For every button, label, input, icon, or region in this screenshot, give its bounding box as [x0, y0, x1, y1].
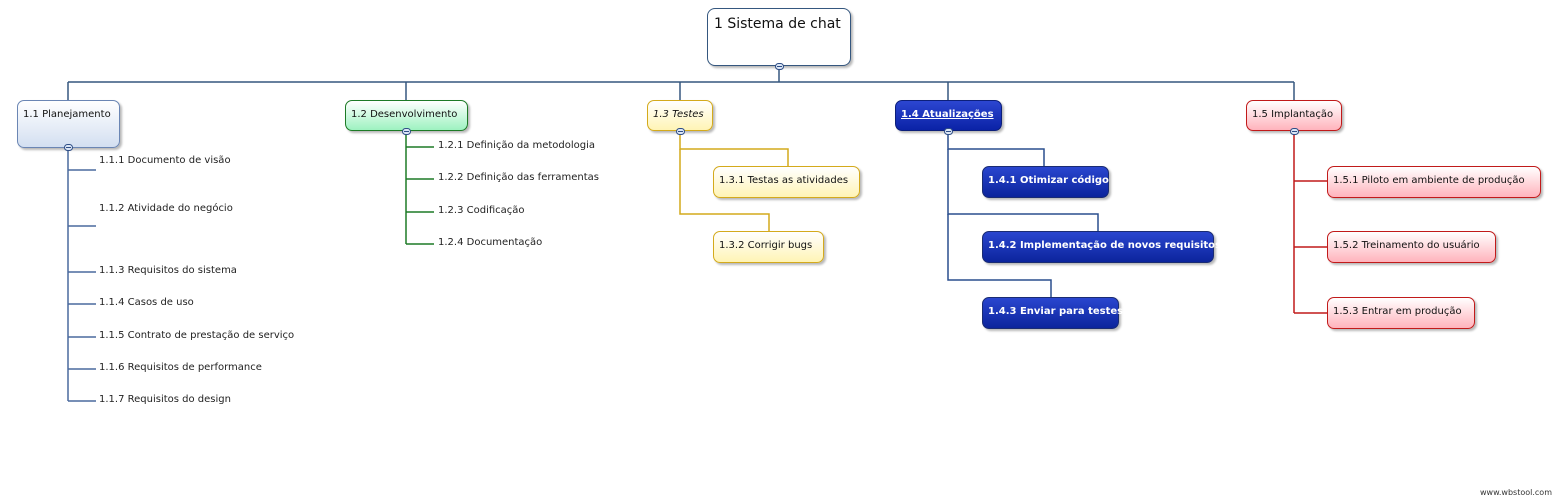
task-1-1-4[interactable]: 1.1.4 Casos de uso	[99, 297, 194, 308]
task-1-5-2-label: 1.5.2 Treinamento do usuário	[1333, 240, 1480, 251]
watermark: www.wbstool.com	[1479, 488, 1552, 497]
atualizacoes-collapse-toggle[interactable]	[944, 128, 953, 135]
task-1-1-1[interactable]: 1.1.1 Documento de visão	[99, 155, 231, 166]
task-1-3-1[interactable]: 1.3.1 Testas as atividades	[713, 166, 860, 198]
task-1-4-2-label: 1.4.2 Implementação de novos requisitos	[988, 240, 1221, 251]
task-1-4-1[interactable]: 1.4.1 Otimizar código	[982, 166, 1109, 198]
root-collapse-toggle[interactable]	[775, 63, 784, 70]
task-1-5-2[interactable]: 1.5.2 Treinamento do usuário	[1327, 231, 1496, 263]
task-1-3-2[interactable]: 1.3.2 Corrigir bugs	[713, 231, 824, 263]
testes-collapse-toggle[interactable]	[676, 128, 685, 135]
task-1-5-1[interactable]: 1.5.1 Piloto em ambiente de produção	[1327, 166, 1541, 198]
root-node[interactable]: 1 Sistema de chat	[707, 8, 851, 66]
task-1-1-6[interactable]: 1.1.6 Requisitos de performance	[99, 362, 262, 373]
branch-testes[interactable]: 1.3 Testes	[647, 100, 713, 131]
task-1-5-3[interactable]: 1.5.3 Entrar em produção	[1327, 297, 1475, 329]
task-1-1-2[interactable]: 1.1.2 Atividade do negócio	[99, 203, 233, 214]
planejamento-collapse-toggle[interactable]	[64, 144, 73, 151]
task-1-4-2[interactable]: 1.4.2 Implementação de novos requisitos	[982, 231, 1221, 263]
implantacao-collapse-toggle[interactable]	[1290, 128, 1299, 135]
desenvolvimento-collapse-toggle[interactable]	[402, 128, 411, 135]
implantacao-connectors	[1293, 134, 1327, 314]
task-1-4-3-label: 1.4.3 Enviar para testes	[988, 306, 1124, 317]
branch-implantacao[interactable]: 1.5 Implantação	[1246, 100, 1342, 131]
branch-desenvolvimento[interactable]: 1.2 Desenvolvimento	[345, 100, 468, 131]
task-1-2-3[interactable]: 1.2.3 Codificação	[438, 205, 525, 216]
branch-testes-label: 1.3 Testes	[653, 109, 704, 120]
root-connectors	[67, 66, 1295, 100]
desenvolvimento-connectors	[405, 134, 434, 245]
branch-desenvolvimento-label: 1.2 Desenvolvimento	[351, 109, 458, 120]
branch-planejamento[interactable]: 1.1 Planejamento	[17, 100, 120, 148]
task-1-3-1-label: 1.3.1 Testas as atividades	[719, 175, 849, 186]
atualizacoes-connectors	[947, 134, 1099, 297]
task-1-1-3[interactable]: 1.1.3 Requisitos do sistema	[99, 265, 237, 276]
task-1-2-1[interactable]: 1.2.1 Definição da metodologia	[438, 140, 596, 151]
task-1-4-3[interactable]: 1.4.3 Enviar para testes	[982, 297, 1123, 329]
task-1-5-1-label: 1.5.1 Piloto em ambiente de produção	[1333, 175, 1525, 186]
root-label: 1 Sistema de chat	[714, 16, 841, 32]
task-1-2-2[interactable]: 1.2.2 Definição das ferramentas	[438, 172, 600, 183]
branch-planejamento-label: 1.1 Planejamento	[23, 109, 111, 120]
planejamento-connectors	[67, 148, 96, 402]
branch-atualizacoes[interactable]: 1.4 Atualizações	[895, 100, 1002, 131]
task-1-4-1-label: 1.4.1 Otimizar código	[988, 175, 1109, 186]
task-1-1-7[interactable]: 1.1.7 Requisitos do design	[99, 394, 231, 405]
task-1-1-5[interactable]: 1.1.5 Contrato de prestação de serviço	[99, 330, 295, 341]
task-1-5-3-label: 1.5.3 Entrar em produção	[1333, 306, 1462, 317]
task-1-2-4[interactable]: 1.2.4 Documentação	[438, 237, 543, 248]
branch-atualizacoes-label: 1.4 Atualizações	[901, 109, 994, 120]
task-1-3-2-label: 1.3.2 Corrigir bugs	[719, 240, 813, 251]
branch-implantacao-label: 1.5 Implantação	[1252, 109, 1334, 120]
